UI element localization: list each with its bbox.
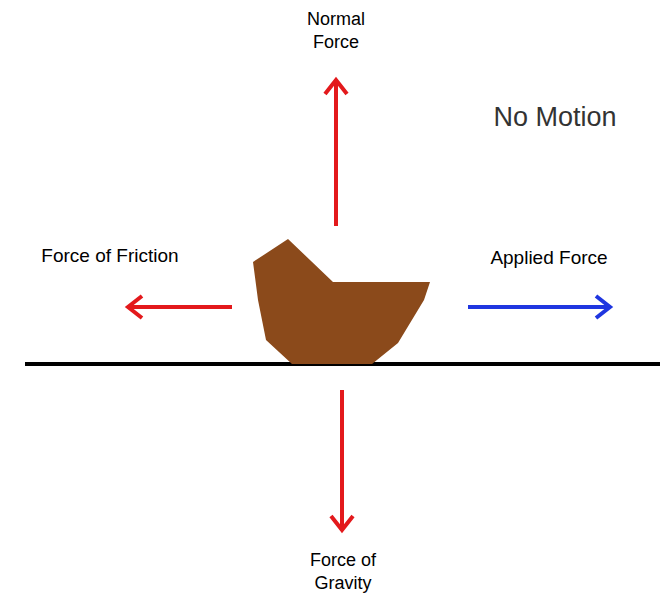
- friction-head: [128, 296, 142, 318]
- applied-force-head: [596, 296, 610, 318]
- applied-force-arrow: [468, 305, 610, 309]
- force-label: Force of Friction: [10, 244, 210, 269]
- force-label: Applied Force: [464, 246, 634, 271]
- normal-force-head: [325, 80, 347, 94]
- gravity-arrow: [340, 390, 344, 530]
- friction-arrow: [128, 305, 232, 309]
- force-label: Normal Force: [286, 8, 386, 55]
- force-label: Force of Gravity: [293, 549, 393, 596]
- state-note: No Motion: [470, 100, 640, 135]
- normal-force-arrow: [334, 80, 338, 226]
- gravity-head: [331, 516, 353, 530]
- rock-block: [253, 239, 430, 364]
